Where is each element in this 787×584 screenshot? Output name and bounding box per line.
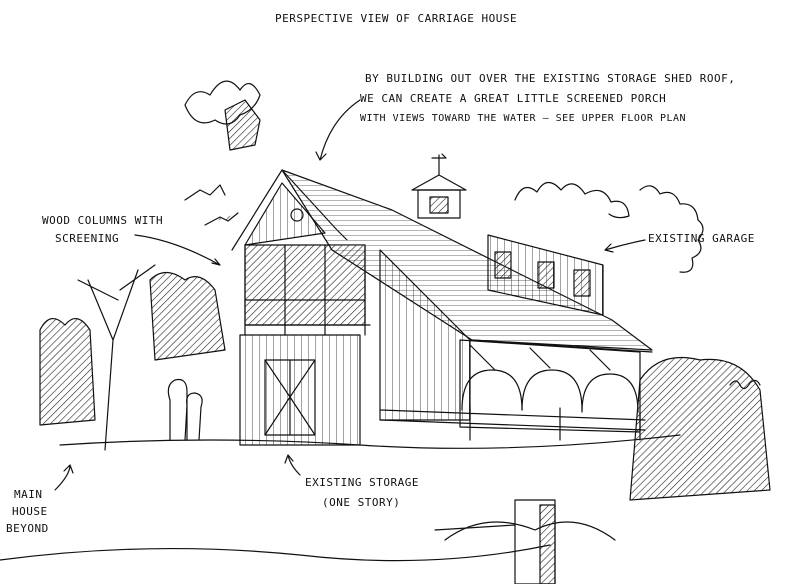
person-silhouette-2	[184, 392, 203, 441]
cupola-window	[429, 196, 449, 214]
storage-note-line-1: EXISTING STORAGE	[305, 476, 419, 489]
roof-note-line-1: BY BUILDING OUT OVER THE EXISTING STORAG…	[365, 72, 736, 85]
bush-hatch-mid	[149, 271, 226, 361]
leader-garage	[604, 239, 646, 253]
scribble-far-right	[729, 379, 761, 390]
tree-scribble-right2	[639, 185, 704, 273]
porch-rail	[244, 299, 371, 326]
gable-oculus	[290, 208, 304, 222]
weathervane	[431, 153, 447, 176]
leader-storage	[284, 454, 301, 476]
porch-columns	[244, 244, 366, 336]
ground-lower	[0, 544, 551, 562]
tree-scribble-right	[514, 181, 630, 219]
bird-sketch-2	[204, 212, 239, 226]
storage-lower-wall	[239, 334, 361, 446]
house-note-line-2: HOUSE	[12, 505, 48, 518]
tree-scribble-top	[184, 80, 261, 125]
roof-note-line-3: WITH VIEWS TOWARD THE WATER — SEE UPPER …	[360, 113, 687, 124]
foreground-shrub	[444, 521, 616, 541]
leader-house	[54, 464, 74, 491]
dormer-window-2	[537, 261, 555, 289]
bush-hatch-right	[629, 356, 771, 501]
bush-hatch-left	[39, 318, 96, 426]
cupola-roof	[411, 174, 467, 191]
garage-brackets	[469, 344, 611, 371]
storage-note-line-2: (ONE STORY)	[322, 496, 401, 509]
garage-note: EXISTING GARAGE	[648, 232, 755, 245]
foreground-post-shade	[539, 504, 556, 584]
garage-arch-1	[461, 369, 523, 411]
foreground-rail	[434, 524, 516, 531]
dormer-window-3	[573, 269, 591, 297]
sketch-title: PERSPECTIVE VIEW OF CARRIAGE HOUSE	[275, 12, 518, 25]
door-x-brace	[264, 359, 316, 436]
ground-line	[59, 434, 681, 449]
leader-roof	[315, 99, 361, 161]
dormer-window-1	[494, 251, 512, 279]
garage-arch-2	[521, 369, 583, 411]
roof-note-line-2: WE CAN CREATE A GREAT LITTLE SCREENED PO…	[360, 92, 667, 105]
garage-arch-3	[581, 373, 639, 413]
house-note-line-1: MAIN	[14, 488, 43, 501]
columns-note-line-2: SCREENING	[55, 232, 120, 245]
columns-note-line-1: WOOD COLUMNS WITH	[42, 214, 164, 227]
gable-siding	[244, 182, 326, 246]
tree-trunk	[77, 264, 156, 451]
tree-hatch-top	[224, 99, 261, 151]
person-silhouette-1	[167, 378, 188, 441]
bird-sketch-1	[184, 184, 226, 201]
leader-columns	[134, 234, 221, 266]
house-note-line-3: BEYOND	[6, 522, 49, 535]
fence	[379, 404, 646, 441]
roof-right-edge	[471, 339, 653, 353]
